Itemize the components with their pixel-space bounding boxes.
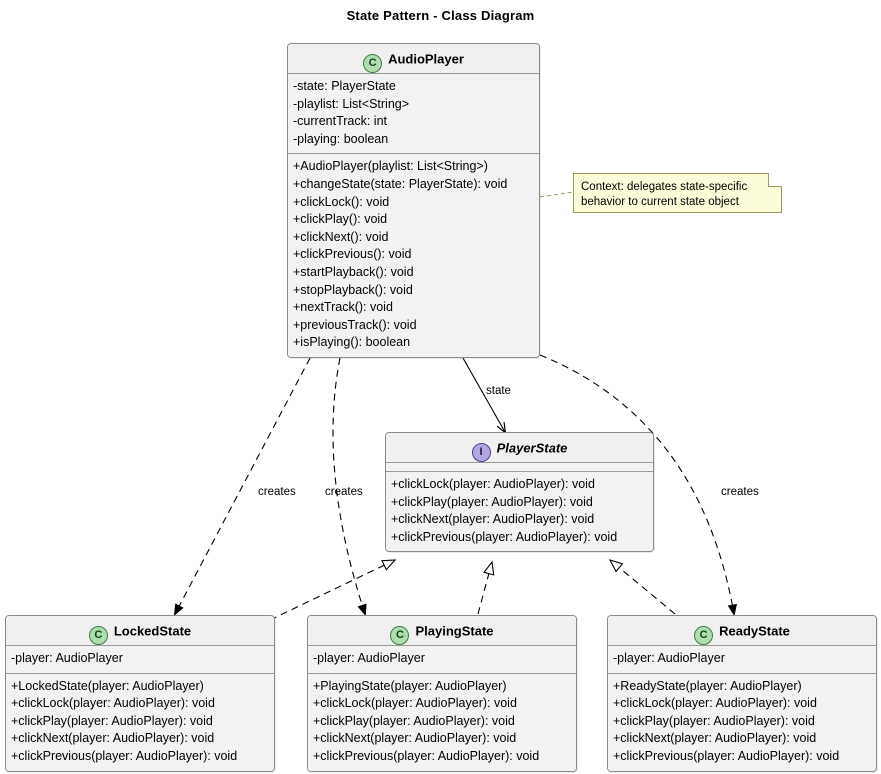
class-header-playingstate: C PlayingState [308,616,576,646]
method-row: +clickNext(player: AudioPlayer): void [313,731,517,746]
edge-label-creates-right: creates [721,486,759,498]
methods-compartment-audioplayer: +AudioPlayer(playlist: List<String>) +ch… [288,154,539,357]
attributes-compartment-playingstate: -player: AudioPlayer [308,646,576,674]
attributes-compartment-audioplayer: -state: PlayerState -playlist: List<Stri… [288,74,539,155]
edge-implements-readystate [608,559,676,615]
method-row: +LockedState(player: AudioPlayer) [11,678,204,693]
edge-implements-playingstate [477,560,495,615]
class-stereotype-icon: C [694,626,714,645]
methods-compartment-lockedstate: +LockedState(player: AudioPlayer) +click… [6,673,274,771]
method-row: +changeState(state: PlayerState): void [293,176,508,191]
interface-name-playerstate: PlayerState [496,440,568,456]
method-row: +clickLock(player: AudioPlayer): void [391,477,595,491]
page-title: State Pattern - Class Diagram [346,8,535,23]
method-row: +AudioPlayer(playlist: List<String>) [293,159,488,174]
method-row: +clickNext(player: AudioPlayer): void [11,731,215,746]
method-row: +clickPrevious(): void [293,247,412,262]
class-header-lockedstate: C LockedState [6,616,274,646]
methods-compartment-playerstate: +clickLock(player: AudioPlayer): void +c… [386,472,653,552]
attributes-compartment-lockedstate: -player: AudioPlayer [6,646,274,674]
class-box-lockedstate[interactable]: C LockedState -player: AudioPlayer +Locke… [5,615,275,772]
attribute-row: -state: PlayerState [293,79,396,93]
class-box-playingstate[interactable]: C PlayingState -player: AudioPlayer +Play… [307,615,577,772]
method-row: +clickLock(player: AudioPlayer): void [613,696,817,711]
method-row: +nextTrack(): void [293,300,393,315]
class-name-readystate: ReadyState [719,623,790,639]
method-row: +startPlayback(): void [293,264,414,279]
note-fold-corner [768,173,782,187]
method-row: +clickLock(player: AudioPlayer): void [11,696,215,711]
methods-compartment-readystate: +ReadyState(player: AudioPlayer) +clickL… [608,673,876,771]
note-line-1: Context: delegates state-specific [581,181,748,193]
method-row: +clickPrevious(player: AudioPlayer): voi… [613,748,840,763]
class-stereotype-icon: C [390,626,410,645]
method-row: +clickPlay(player: AudioPlayer): void [391,494,593,509]
method-row: +clickLock(): void [293,194,390,209]
class-header-readystate: C ReadyState [608,616,876,646]
methods-compartment-playingstate: +PlayingState(player: AudioPlayer) +clic… [308,673,576,771]
class-header-audioplayer: C AudioPlayer [288,44,539,74]
method-row: +clickPlay(player: AudioPlayer): void [313,713,515,728]
edge-label-creates-left: creates [258,486,296,498]
edge-label-state: state [486,385,511,397]
edge-implements-lockedstate [269,559,397,621]
edge-label-creates-mid: creates [325,486,363,498]
method-row: +clickPrevious(player: AudioPlayer): voi… [11,748,238,763]
interface-box-playerstate[interactable]: I PlayerState +clickLock(player: AudioPla… [385,432,654,553]
method-row: +clickPrevious(player: AudioPlayer): voi… [391,529,618,544]
method-row: +clickNext(player: AudioPlayer): void [613,731,817,746]
attribute-row: -currentTrack: int [293,114,388,129]
method-row: +ReadyState(player: AudioPlayer) [613,678,802,693]
class-box-readystate[interactable]: C ReadyState -player: AudioPlayer +ReadyS… [607,615,877,772]
class-name-lockedstate: LockedState [113,623,192,639]
attribute-row: -player: AudioPlayer [613,651,725,665]
method-row: +isPlaying(): boolean [293,335,411,350]
attributes-compartment-playerstate [386,463,653,472]
attribute-row: -player: AudioPlayer [11,651,123,665]
class-stereotype-icon: C [88,626,108,645]
method-row: +clickNext(player: AudioPlayer): void [391,512,595,527]
attribute-row: -player: AudioPlayer [313,651,425,665]
method-row: +clickLock(player: AudioPlayer): void [313,696,517,711]
attribute-row: -playing: boolean [293,131,389,146]
method-row: +clickPlay(player: AudioPlayer): void [613,713,815,728]
class-name-audioplayer: AudioPlayer [388,51,464,67]
note-line-2: behavior to current state object [581,196,739,208]
method-row: +previousTrack(): void [293,317,417,332]
interface-stereotype-icon: I [471,443,491,462]
method-row: +clickPrevious(player: AudioPlayer): voi… [313,748,540,763]
note-context: Context: delegates state-specific behavi… [573,173,782,213]
class-box-audioplayer[interactable]: C AudioPlayer -state: PlayerState -playli… [287,43,540,358]
method-row: +stopPlayback(): void [293,282,413,297]
attributes-compartment-readystate: -player: AudioPlayer [608,646,876,674]
method-row: +clickPlay(player: AudioPlayer): void [11,713,213,728]
class-stereotype-icon: C [363,54,383,73]
class-name-playingstate: PlayingState [415,623,494,639]
attribute-row: -playlist: List<String> [293,96,410,111]
method-row: +PlayingState(player: AudioPlayer) [313,678,507,693]
method-row: +clickNext(): void [293,229,389,244]
method-row: +clickPlay(): void [293,212,388,227]
edge-note-anchor [539,191,574,198]
interface-header-playerstate: I PlayerState [386,433,653,463]
